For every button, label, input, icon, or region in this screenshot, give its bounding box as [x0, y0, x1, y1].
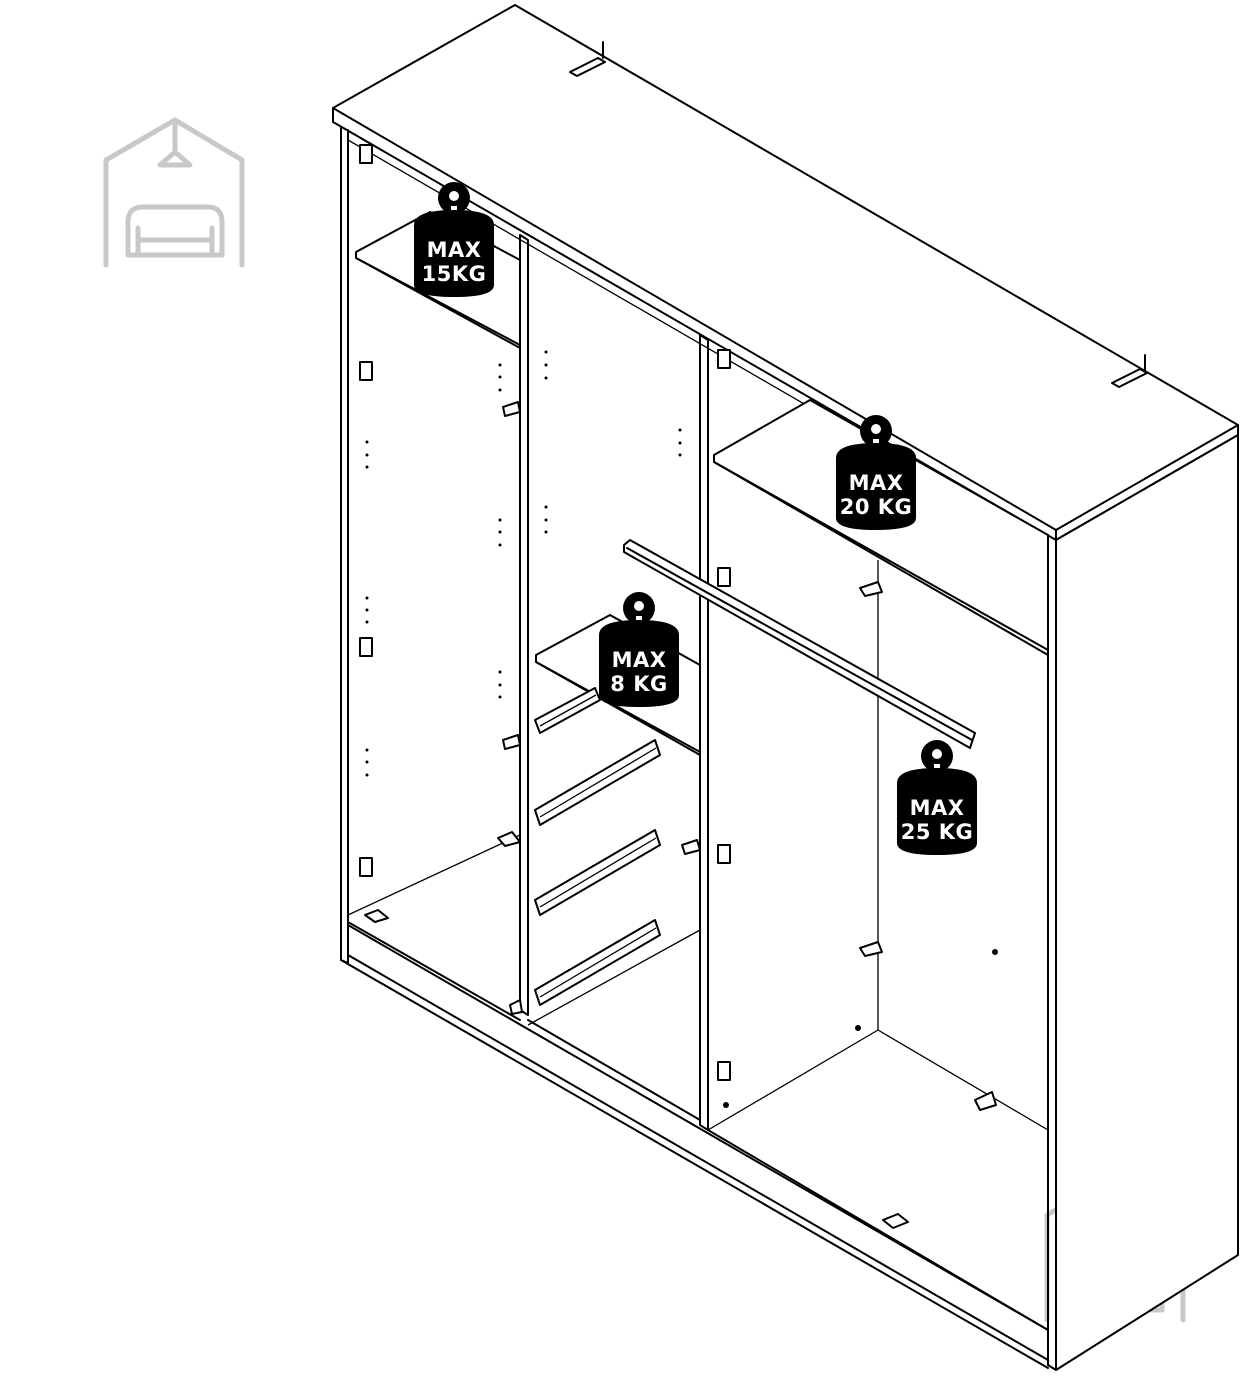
drawer-runner-4 — [534, 919, 661, 1006]
connectors — [364, 401, 997, 1229]
drawer-runner-2 — [534, 739, 661, 826]
weight-label-8-line2: 8 KG — [610, 672, 667, 696]
cabinet-body — [332, 4, 1239, 1371]
watermark-logo-top — [103, 117, 245, 268]
weight-label-20-line2: 20 KG — [840, 495, 913, 519]
drawer-runner-1 — [534, 687, 601, 734]
drawer-runner-3 — [534, 829, 661, 916]
weight-badge-20kg: MAX 20 KG — [836, 415, 916, 530]
weight-label-15-line2: 15KG — [422, 262, 487, 286]
hanging-rail — [623, 539, 976, 749]
weight-badge-15kg: MAX 15KG — [414, 182, 494, 297]
weight-label-25-line1: MAX — [910, 796, 965, 820]
weight-label-20-line1: MAX — [849, 471, 904, 495]
weight-label-15-line1: MAX — [427, 238, 482, 262]
hinges — [359, 144, 731, 1081]
weight-label-25-line2: 25 KG — [901, 820, 974, 844]
shelf-pin-holes — [365, 350, 998, 1108]
weight-label-8-line1: MAX — [612, 648, 667, 672]
weight-badge-25kg: MAX 25 KG — [897, 740, 977, 855]
weight-badge-8kg: MAX 8 KG — [599, 592, 679, 707]
wall-brackets — [569, 41, 1148, 388]
